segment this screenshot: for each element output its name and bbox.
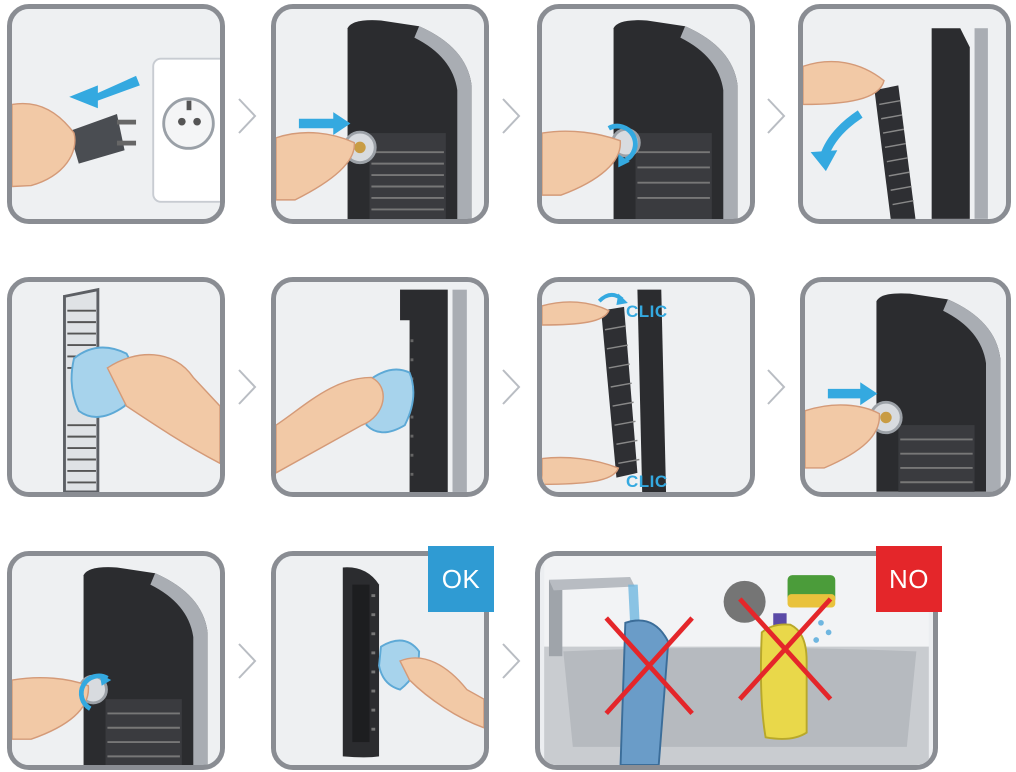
- chevron-right-icon: [500, 96, 522, 136]
- chevron-right-icon: [236, 96, 258, 136]
- no-badge: NO: [876, 546, 942, 612]
- chevron-right-icon: [500, 641, 522, 681]
- chevron-right-icon: [765, 96, 787, 136]
- step-6-wipe-unit-panel: [271, 277, 489, 497]
- chevron-right-icon: [765, 367, 787, 407]
- wipe-unit-icon: [276, 282, 484, 492]
- push-filter-button-icon: [805, 282, 1006, 492]
- step-7-reinsert-filter-panel: CLIC CLIC: [537, 277, 755, 497]
- wipe-filter-icon: [12, 282, 220, 492]
- unplug-from-socket-icon: [12, 9, 220, 219]
- step-3-turn-lock-panel: [537, 4, 755, 224]
- chevron-right-icon: [500, 367, 522, 407]
- chevron-right-icon: [236, 367, 258, 407]
- step-9-lock-filter-panel: [7, 551, 225, 770]
- turn-filter-lock-icon: [542, 9, 750, 219]
- clic-label-top: CLIC: [626, 302, 668, 322]
- step-8-push-button-panel: [800, 277, 1011, 497]
- press-filter-button-icon: [276, 9, 484, 219]
- chevron-right-icon: [236, 641, 258, 681]
- no-water-no-detergent-icon: [540, 556, 933, 765]
- remove-filter-icon: [803, 9, 1006, 219]
- step-4-remove-filter-panel: [798, 4, 1011, 224]
- lock-filter-icon: [12, 556, 220, 765]
- step-5-wipe-filter-panel: [7, 277, 225, 497]
- step-2-press-button-panel: [271, 4, 489, 224]
- ok-badge: OK: [428, 546, 494, 612]
- clic-label-bottom: CLIC: [626, 472, 668, 492]
- step-1-unplug-panel: [7, 4, 225, 224]
